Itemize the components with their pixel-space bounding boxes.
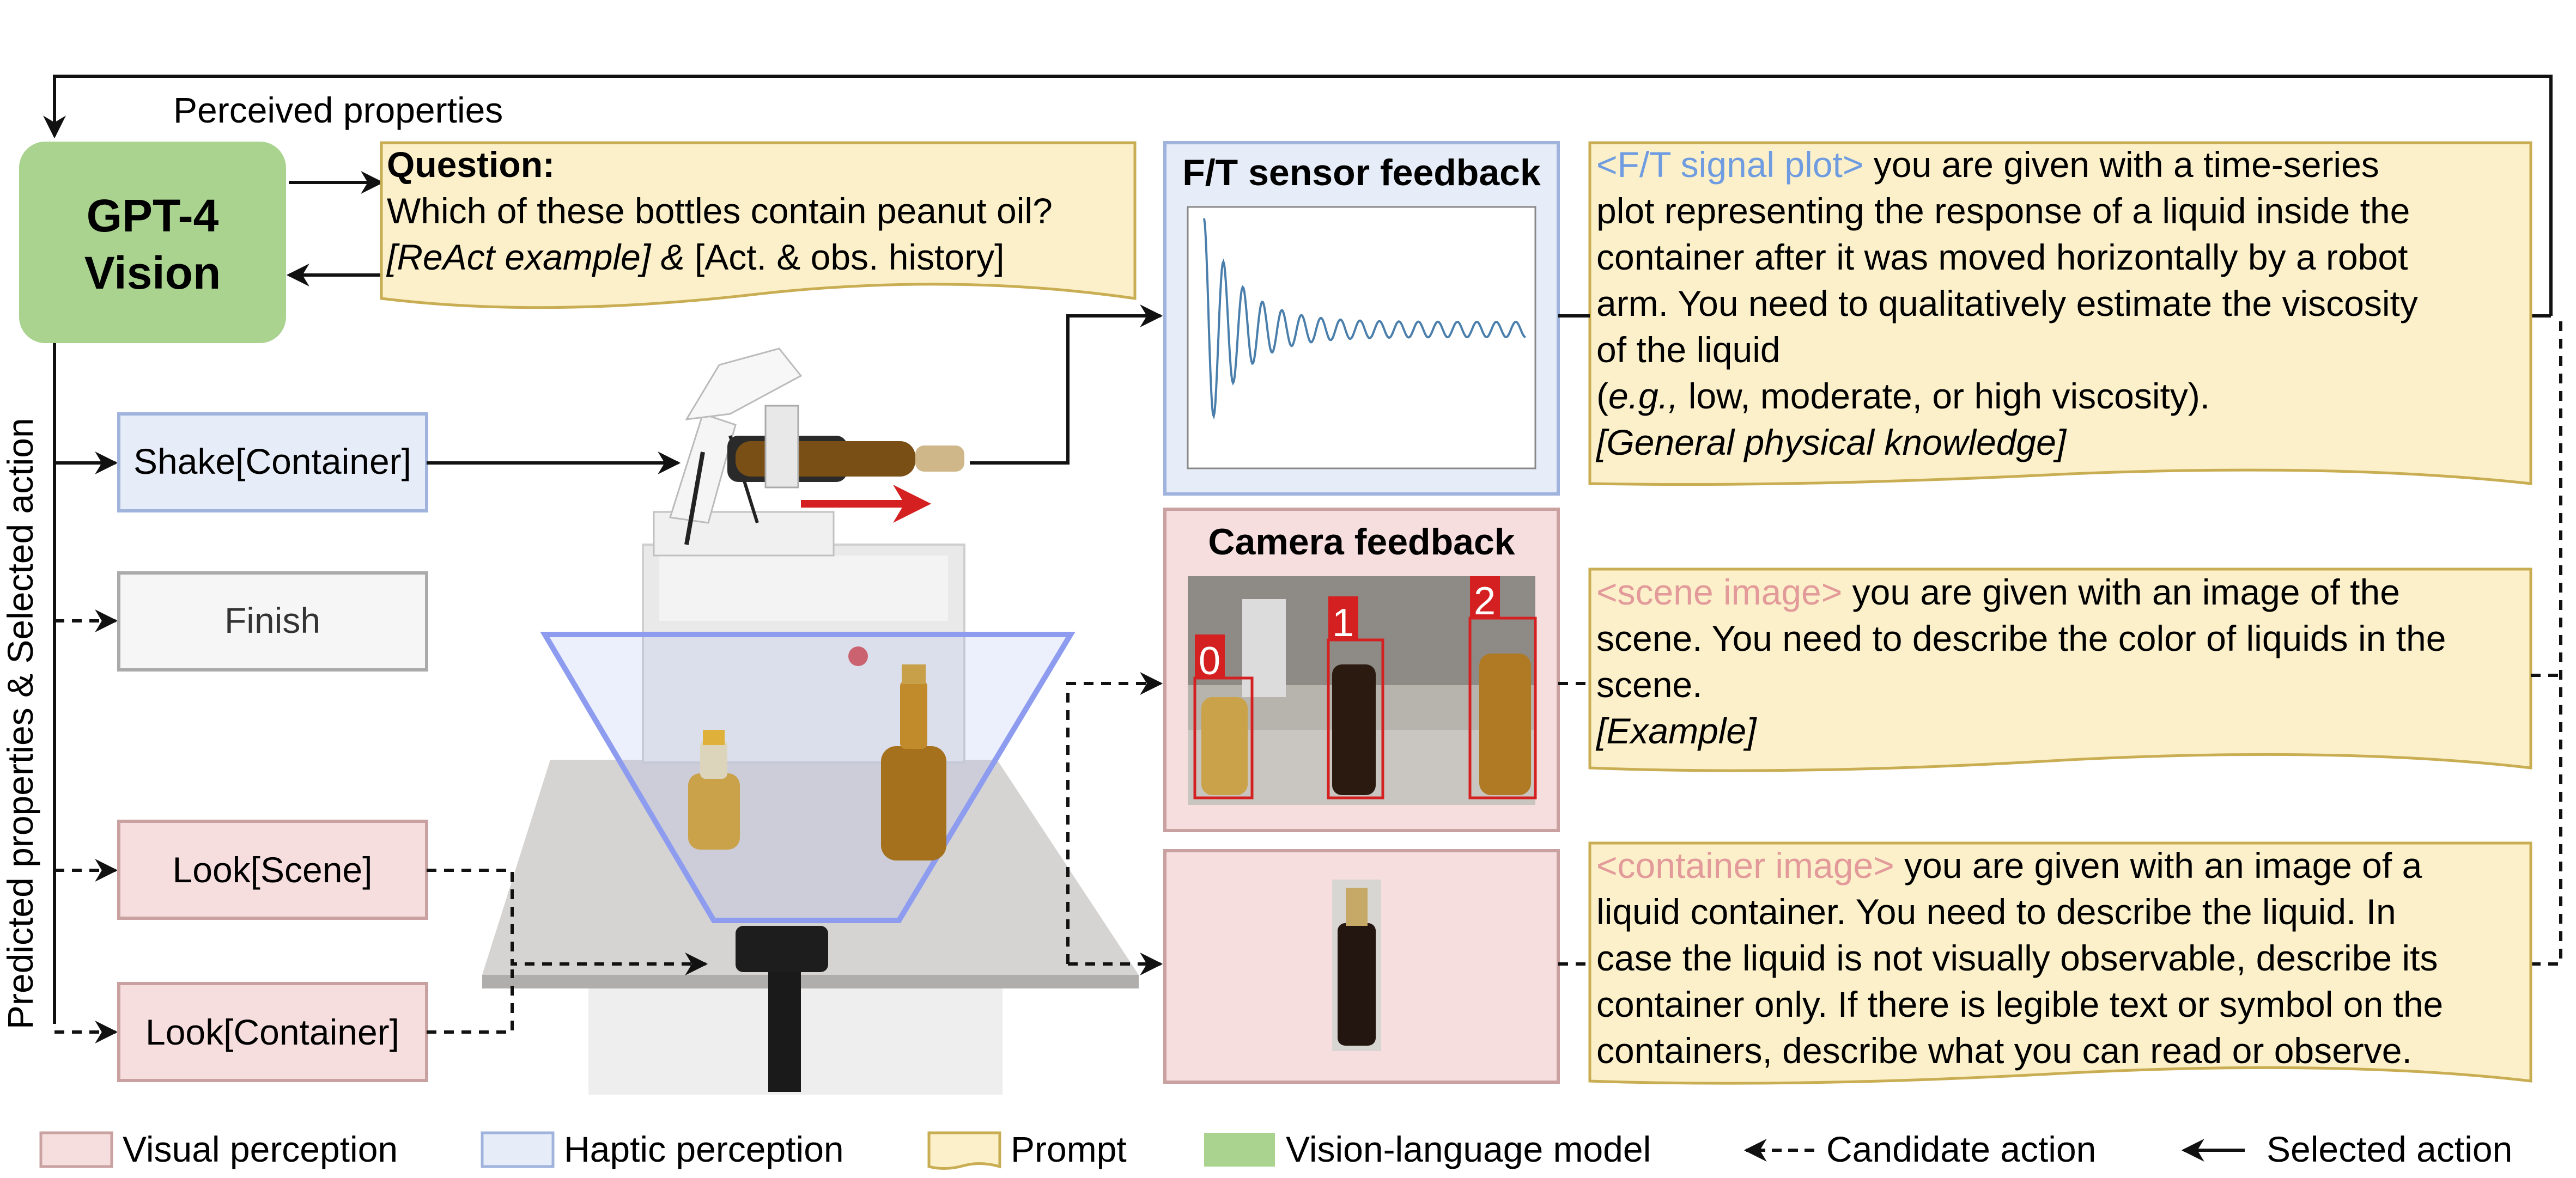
robot-scene-illustration xyxy=(482,347,1139,1095)
bbox-label-0: 0 xyxy=(1199,639,1220,683)
shake-container-action: Shake[Container] xyxy=(117,412,428,512)
finish-action: Finish xyxy=(117,571,428,672)
legend-prompt: Prompt xyxy=(927,1129,1127,1170)
legend: Visual perception Haptic perception Prom… xyxy=(39,1129,2512,1170)
gpt-line1: GPT-4 xyxy=(87,190,219,241)
robot-to-ft-arrow xyxy=(970,304,1163,465)
scene-prompt-line1: <scene image> you are given with an imag… xyxy=(1596,572,2400,612)
ft-sensor-panel: F/T sensor feedback xyxy=(1163,141,1560,496)
look-scene-action: Look[Scene] xyxy=(117,820,428,920)
legend-haptic-label: Haptic perception xyxy=(564,1129,844,1169)
look-scene-to-camera-arrow xyxy=(427,869,708,975)
scene-prompt: <scene image> you are given with an imag… xyxy=(1588,567,2532,772)
look-container-label: Look[Container] xyxy=(145,1012,399,1052)
legend-prompt-label: Prompt xyxy=(1011,1129,1127,1169)
ft-prompt-line7: [General physical knowledge] xyxy=(1595,422,2067,462)
perceived-properties-label: Perceived properties xyxy=(173,90,503,130)
camera-panel-title: Camera feedback xyxy=(1208,521,1515,563)
ft-prompt: <F/T signal plot> you are given with a t… xyxy=(1588,141,2532,486)
scene-image: 0 1 2 xyxy=(1188,576,1537,805)
legend-haptic: Haptic perception xyxy=(481,1129,844,1169)
scene-prompt-line3: scene. xyxy=(1596,664,1702,705)
container-prompt-line5: containers, describe what you can read o… xyxy=(1596,1030,2412,1071)
container-prompt-line1: <container image> you are given with an … xyxy=(1596,845,2422,886)
finish-action-label: Finish xyxy=(224,600,320,640)
legend-selected-label: Selected action xyxy=(2267,1129,2512,1169)
container-image-panel xyxy=(1163,849,1560,1084)
question-title: Question: xyxy=(387,144,555,185)
legend-visual-label: Visual perception xyxy=(123,1129,398,1169)
legend-candidate-label: Candidate action xyxy=(1826,1129,2096,1169)
gpt-line2: Vision xyxy=(84,247,221,298)
look-scene-label: Look[Scene] xyxy=(173,850,373,890)
question-line2: [ReAct example] & [Act. & obs. history] xyxy=(386,237,1004,277)
bbox-label-2: 2 xyxy=(1474,579,1496,623)
question-prompt: Question: Which of these bottles contain… xyxy=(380,141,1137,309)
legend-selected: Selected action xyxy=(2181,1129,2512,1169)
question-line1: Which of these bottles contain peanut oi… xyxy=(387,191,1053,231)
ft-panel-title: F/T sensor feedback xyxy=(1182,152,1541,193)
legend-visual: Visual perception xyxy=(39,1129,398,1169)
ft-prompt-line4: arm. You need to qualitatively estimate … xyxy=(1596,283,2418,324)
ft-signal-plot xyxy=(1187,206,1536,469)
container-prompt-line4: container only. If there is legible text… xyxy=(1596,984,2443,1024)
ft-prompt-line5: of the liquid xyxy=(1596,329,1781,370)
legend-candidate: Candidate action xyxy=(1743,1129,2096,1169)
ft-prompt-line6: (e.g., low, moderate, or high viscosity)… xyxy=(1596,376,2210,416)
bbox-label-1: 1 xyxy=(1332,601,1354,645)
scene-prompt-line2: scene. You need to describe the color of… xyxy=(1596,618,2446,658)
ft-signal-curve xyxy=(1203,218,1526,420)
legend-vlm: Vision-language model xyxy=(1204,1129,1651,1169)
look-container-to-camera-line xyxy=(427,969,514,1034)
predicted-properties-label: Predicted properties & Selected action xyxy=(0,418,40,1029)
container-prompt: <container image> you are given with an … xyxy=(1588,841,2532,1085)
ft-prompt-line3: container after it was moved horizontall… xyxy=(1596,237,2408,277)
container-prompt-line2: liquid container. You need to describe t… xyxy=(1596,892,2396,932)
ft-prompt-line2: plot representing the response of a liqu… xyxy=(1596,191,2410,231)
container-prompt-line3: case the liquid is not visually observab… xyxy=(1596,938,2438,978)
ft-prompt-line1: <F/T signal plot> you are given with a t… xyxy=(1596,144,2379,185)
camera-feedback-panel: Camera feedback 0 1 2 xyxy=(1163,508,1560,832)
camera-to-scene-feedback-arrow xyxy=(1066,672,1163,964)
gpt4-vision-box: GPT-4 Vision xyxy=(19,142,286,343)
scene-prompt-return-line xyxy=(2531,321,2562,966)
look-container-action: Look[Container] xyxy=(117,982,428,1082)
bbox-2 xyxy=(1468,617,1537,799)
shake-action-label: Shake[Container] xyxy=(133,441,411,481)
legend-vlm-label: Vision-language model xyxy=(1286,1129,1651,1169)
scene-prompt-line4: [Example] xyxy=(1595,711,1757,751)
